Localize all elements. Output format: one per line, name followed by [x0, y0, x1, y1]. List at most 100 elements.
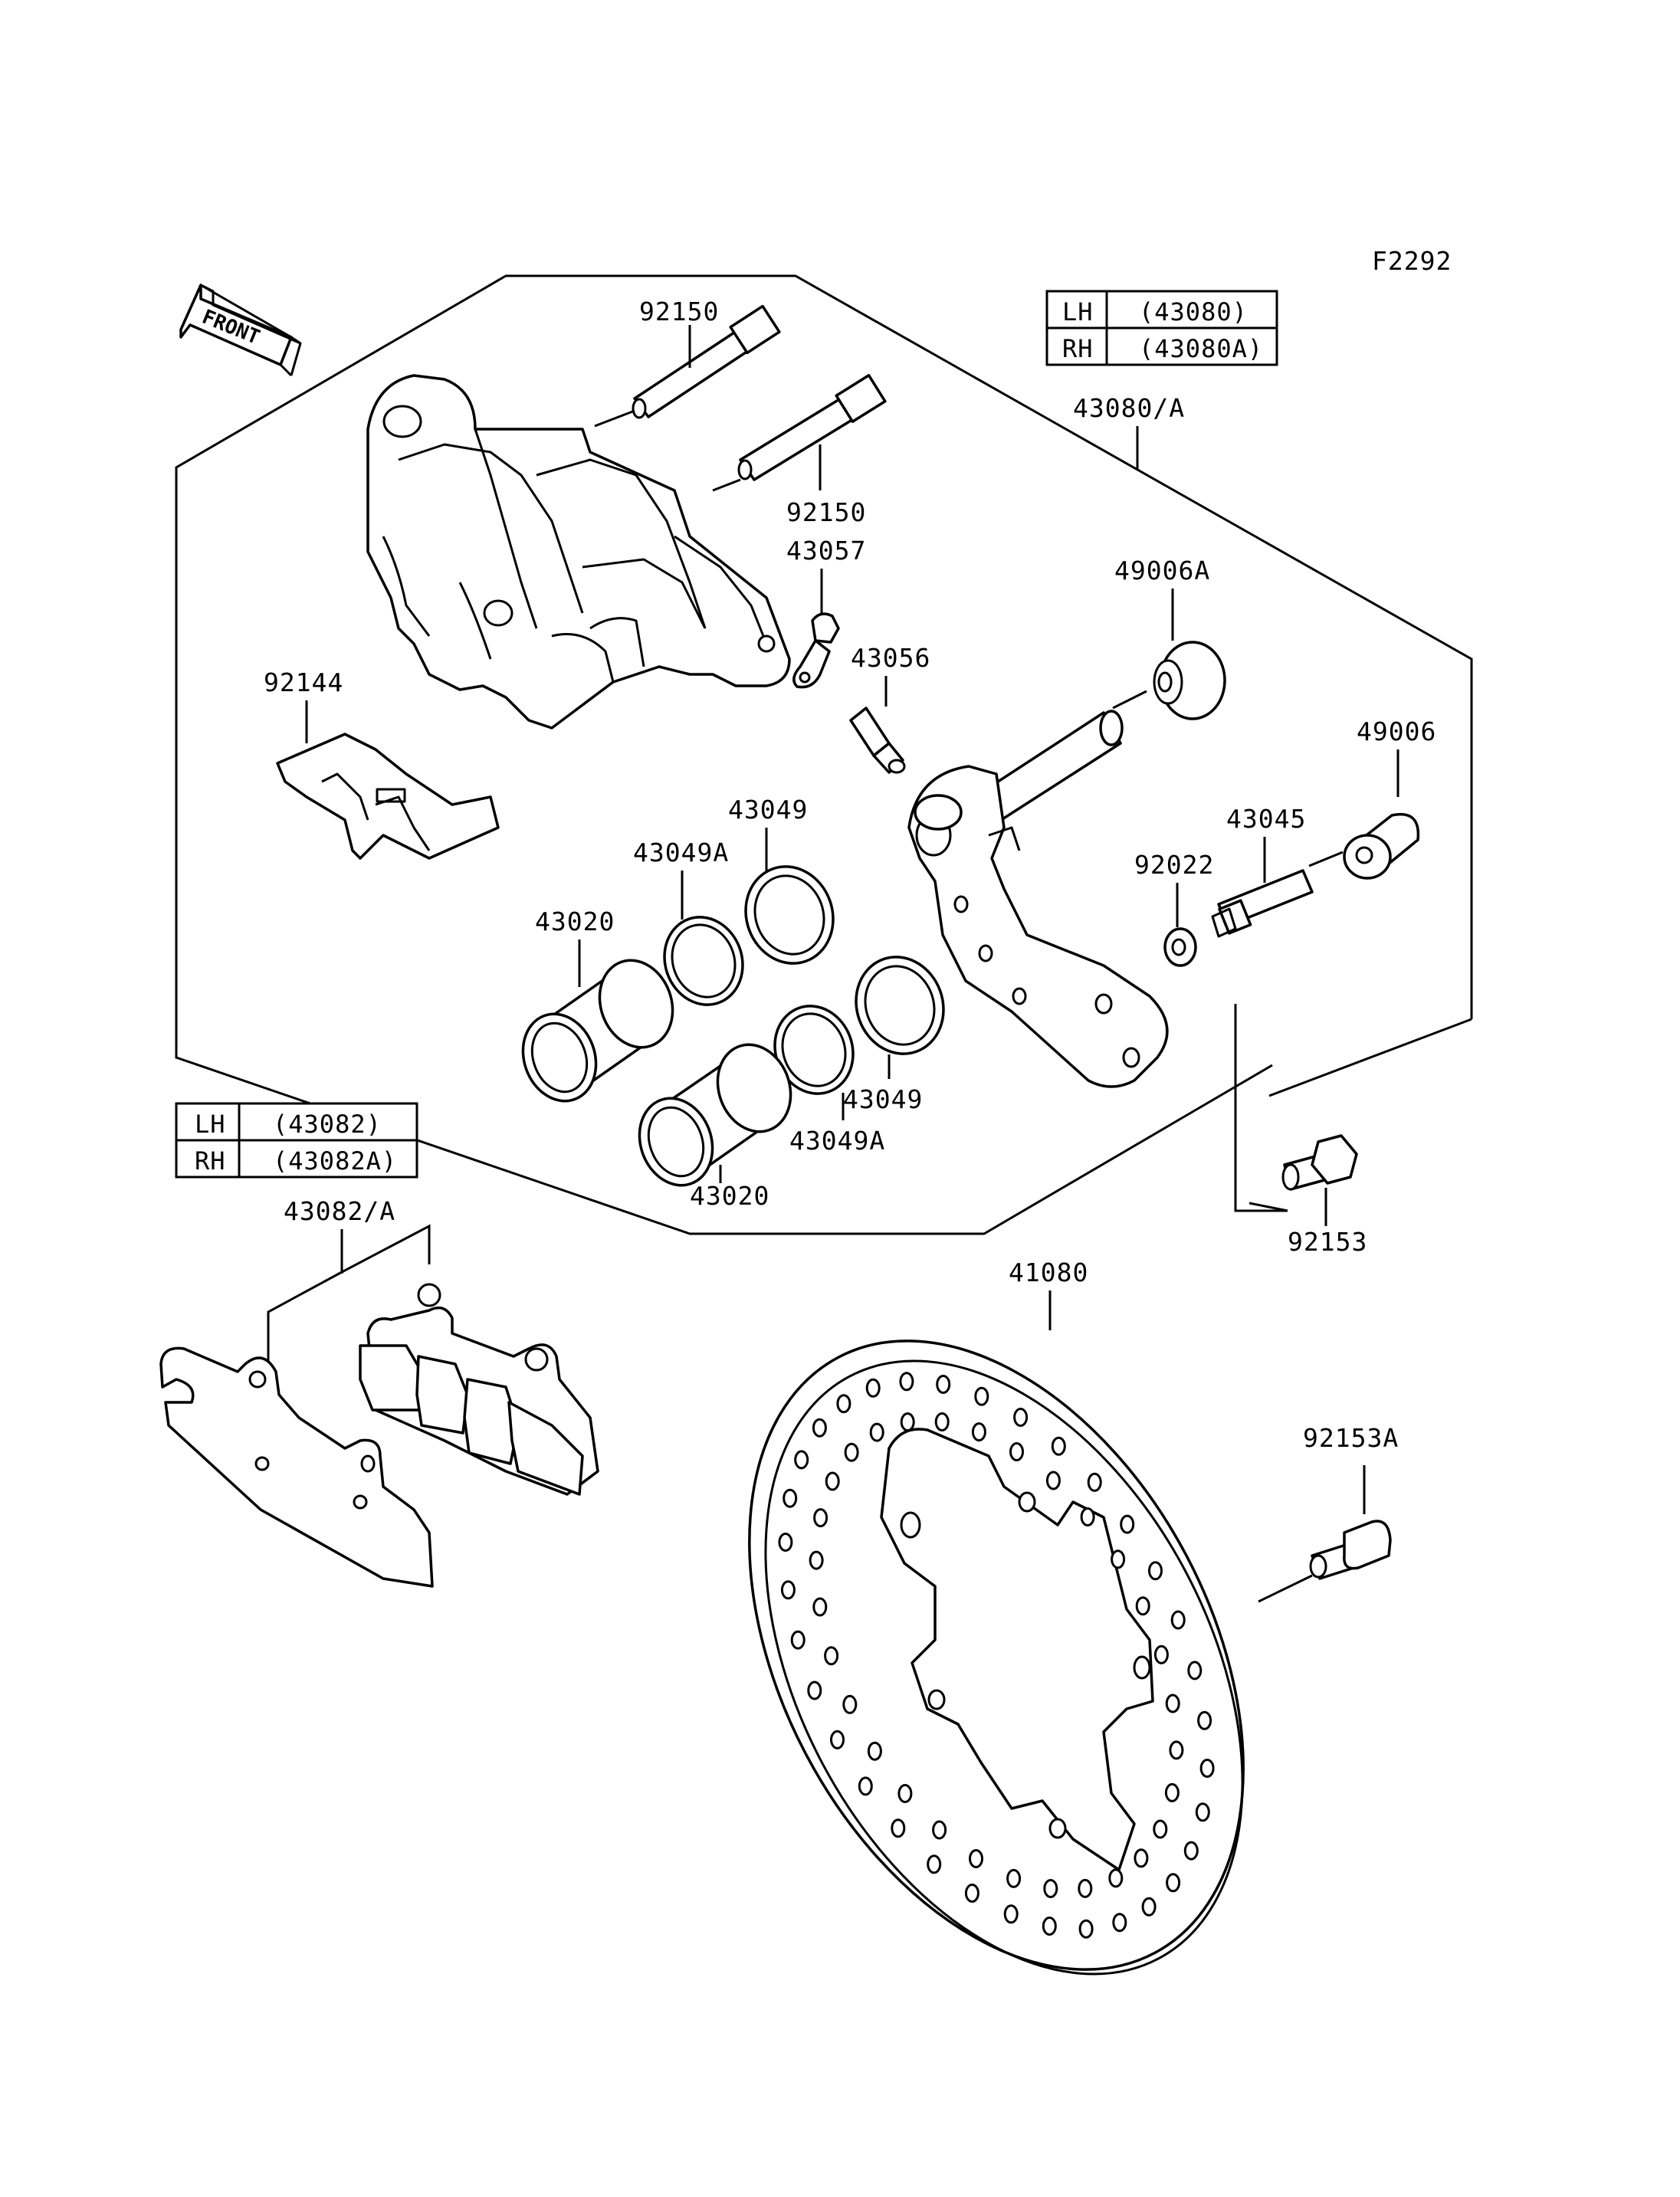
label-92022: 92022 [1134, 850, 1214, 880]
caliper-table-rh: RH [1062, 334, 1094, 363]
disc-hole-1-28 [1080, 1507, 1095, 1526]
label-92150-top: 92150 [639, 297, 719, 326]
disc-hole-0-15 [891, 1818, 906, 1838]
label-43049A-top: 43049A [633, 838, 729, 867]
disc-hole-0-32 [1087, 1472, 1102, 1492]
figure-code: F2292 [1372, 246, 1452, 276]
label-43020-top: 43020 [535, 907, 615, 936]
label-43056: 43056 [851, 643, 930, 673]
disc-hole-1-15 [842, 1694, 858, 1714]
disc-hole-1-10 [1006, 1868, 1022, 1888]
bolt-92153A [1309, 1520, 1392, 1580]
label-43057: 43057 [786, 536, 866, 566]
label-92153: 92153 [1288, 1227, 1367, 1257]
disc-hole-0-14 [927, 1854, 942, 1874]
disc-hole-0-0 [1148, 1561, 1163, 1581]
pad-spring-92144 [276, 733, 500, 860]
disc-hole-1-26 [1009, 1442, 1024, 1461]
label-43082: 43082/A [284, 1196, 395, 1226]
disc-hole-1-27 [1045, 1471, 1061, 1490]
label-41080: 41080 [1009, 1258, 1088, 1287]
slide-pin-43045 [1211, 869, 1314, 938]
disc-hole-1-5 [1153, 1819, 1168, 1839]
pad-side-table: LH (43082) RH (43082A) [175, 1102, 418, 1179]
disc-hole-0-4 [1199, 1759, 1215, 1778]
brake-disc-41080 [748, 1340, 1245, 1976]
label-43080: 43080/A [1073, 393, 1185, 423]
boot-49006 [1343, 813, 1420, 880]
label-43049A-bottom: 43049A [789, 1126, 885, 1156]
label-49006A: 49006A [1114, 556, 1210, 585]
caliper-bracket [907, 710, 1169, 1088]
disc-hole-0-25 [836, 1394, 851, 1414]
caliper-table-rh-part: (43080A) [1139, 334, 1263, 363]
disc-hole-0-31 [1051, 1436, 1066, 1456]
disc-hole-0-10 [1078, 1919, 1094, 1939]
disc-hole-1-22 [869, 1422, 884, 1442]
label-92153A: 92153A [1303, 1423, 1399, 1453]
disc-hole-0-3 [1197, 1710, 1212, 1730]
bolt-92153 [1281, 1134, 1358, 1191]
disc-hole-0-22 [783, 1488, 798, 1508]
disc-hole-1-14 [867, 1741, 882, 1761]
disc-hole-0-21 [778, 1533, 793, 1552]
disc-hole-0-1 [1170, 1610, 1186, 1630]
label-43049-bottom: 43049 [843, 1084, 923, 1114]
disc-hole-1-18 [809, 1550, 824, 1570]
disc-hole-0-12 [1003, 1904, 1019, 1924]
disc-hole-0-11 [1042, 1917, 1057, 1936]
disc-hole-0-28 [936, 1375, 951, 1394]
disc-hole-1-13 [897, 1784, 913, 1803]
piston-43020-bottom [638, 1043, 792, 1187]
pin-92150-top [632, 304, 781, 419]
front-arrow-icon: FRONT [179, 284, 302, 377]
label-92144: 92144 [264, 667, 343, 697]
caliper-assembly-outline [175, 274, 1473, 1235]
caliper-body [366, 374, 791, 730]
washer-92022 [1163, 927, 1197, 967]
label-92150-bottom: 92150 [786, 497, 866, 527]
disc-hole-1-21 [844, 1442, 859, 1462]
disc-hole-1-23 [900, 1412, 915, 1432]
disc-hole-0-8 [1141, 1897, 1157, 1917]
disc-hole-0-33 [1120, 1514, 1135, 1534]
bleeder-cap-43057 [792, 612, 840, 689]
label-43020-bottom: 43020 [690, 1181, 769, 1211]
disc-hole-0-29 [974, 1386, 989, 1406]
disc-hole-0-9 [1112, 1913, 1127, 1933]
disc-hole-0-2 [1187, 1661, 1203, 1681]
disc-hole-0-13 [964, 1884, 979, 1903]
disc-hole-0-19 [790, 1630, 806, 1650]
disc-hole-0-5 [1195, 1802, 1210, 1822]
disc-hole-0-30 [1013, 1408, 1029, 1427]
disc-hole-1-17 [812, 1597, 828, 1617]
disc-hole-0-7 [1166, 1873, 1181, 1893]
disc-hole-1-1 [1153, 1644, 1169, 1664]
pad-table-rh: RH [195, 1146, 226, 1176]
caliper-table-lh: LH [1062, 297, 1094, 326]
caliper-side-table: LH (43080) RH (43080A) [1045, 290, 1278, 366]
disc-hole-1-24 [934, 1412, 950, 1431]
seal-43049-top [744, 865, 835, 965]
disc-hole-1-20 [825, 1471, 840, 1491]
disc-hole-1-3 [1169, 1740, 1184, 1760]
disc-hole-0-27 [899, 1372, 914, 1392]
boot-49006A [1153, 641, 1226, 720]
pin-92150-bottom [737, 374, 887, 481]
disc-hole-1-12 [932, 1820, 947, 1840]
pad-table-lh-part: (43082) [273, 1110, 382, 1139]
disc-hole-0-17 [830, 1730, 845, 1749]
disc-hole-1-4 [1164, 1782, 1180, 1802]
disc-hole-1-19 [813, 1508, 829, 1528]
disc-hole-1-9 [1043, 1879, 1058, 1898]
disc-hole-1-16 [824, 1646, 839, 1666]
caliper-table-lh-part: (43080) [1139, 297, 1248, 326]
disc-hole-0-26 [865, 1378, 881, 1398]
disc-hole-1-0 [1135, 1596, 1150, 1616]
pad-table-lh: LH [195, 1110, 226, 1139]
disc-hole-1-2 [1165, 1694, 1180, 1713]
disc-hole-1-11 [969, 1849, 983, 1868]
pad-table-rh-part: (43082A) [273, 1146, 397, 1176]
seal-43049A-bottom [773, 1005, 855, 1095]
